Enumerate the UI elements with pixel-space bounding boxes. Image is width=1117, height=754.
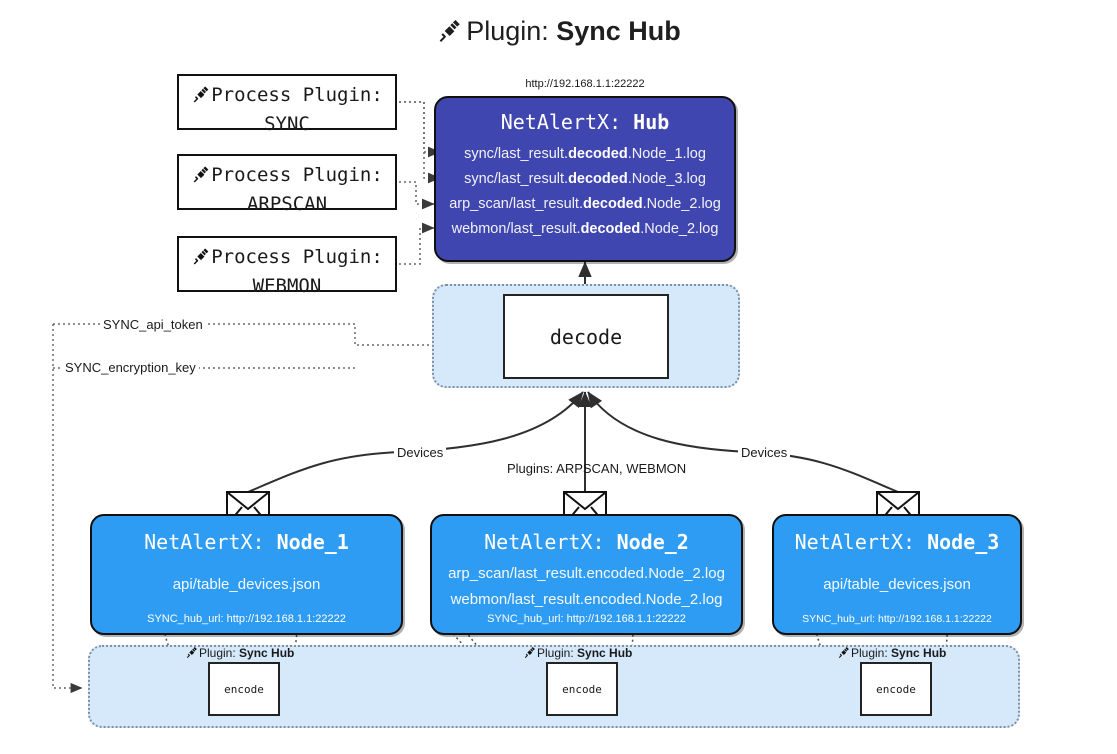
hub-node[interactable]: NetAlertX: Hub sync/last_result.decoded.… (434, 96, 736, 262)
flow-label-devices-left: Devices (394, 445, 447, 460)
hub-logline-em: decoded (568, 170, 628, 187)
hub-logline: arp_scan/last_result.decoded.Node_2.log (436, 192, 734, 217)
hub-logline-pre: sync/last_result. (464, 170, 569, 187)
encoder-caption-prefix: Plugin: (851, 646, 892, 660)
encoder-caption-name: Sync Hub (239, 646, 295, 660)
hub-logline: webmon/last_result.decoded.Node_2.log (436, 217, 734, 242)
hub-title: NetAlertX: Hub (436, 110, 734, 134)
node-netalertx-node-3[interactable]: NetAlertX: Node_3 api/table_devices.json… (772, 514, 1022, 635)
plug-icon (837, 646, 850, 662)
hub-url-label: http://192.168.1.1:22222 (525, 78, 645, 90)
node-line: webmon/last_result.encoded.Node_2.log (450, 591, 723, 609)
plug-icon (185, 646, 198, 662)
plug-icon (191, 247, 210, 274)
process-plugin-webmon[interactable]: Process Plugin: WEBMON (177, 236, 397, 297)
process-plugin-line1-row: Process Plugin: (179, 245, 395, 274)
encode-box-node-3[interactable]: encode (860, 662, 932, 716)
process-plugin-line2: ARPSCAN (246, 192, 328, 215)
process-plugin-line1-row: Process Plugin: (179, 163, 395, 192)
node-line: api/table_devices.json (172, 576, 321, 593)
edge-webmon-to-hub-log4 (399, 222, 435, 265)
hub-logline-post: .Node_2.log (640, 220, 719, 237)
edge-arpscan-to-hub-log3 (399, 181, 435, 210)
process-plugin-arpscan[interactable]: Process Plugin: ARPSCAN (177, 154, 397, 215)
hub-logline-em: decoded (568, 146, 628, 162)
flow-label-plugins-center: Plugins: ARPSCAN, WEBMON (507, 461, 687, 476)
hub-title-prefix: NetAlertX: (500, 110, 634, 134)
edge-node3-devices-to-decode (587, 391, 899, 493)
node-title-name: Node_3 (927, 530, 1000, 554)
title-name: Sync Hub (556, 16, 681, 46)
hub-logline-pre: webmon/last_result. (451, 220, 581, 237)
node-title-prefix: NetAlertX: (794, 530, 928, 554)
plug-icon (436, 18, 462, 51)
node-title-name: Node_2 (616, 530, 689, 554)
process-plugin-line1-row: Process Plugin: (179, 83, 395, 112)
node-title-prefix: NetAlertX: (484, 530, 617, 554)
process-plugin-line1: Process Plugin: (211, 84, 383, 106)
node-title-prefix: NetAlertX: (144, 530, 277, 554)
node-line: arp_scan/last_result.encoded.Node_2.log (448, 565, 725, 582)
node-title: NetAlertX: Node_1 (92, 530, 401, 554)
encoder-caption-name: Sync Hub (577, 646, 633, 660)
page-title: Plugin: Sync Hub (0, 16, 1117, 51)
encoder-caption-prefix: Plugin: (199, 646, 240, 660)
hub-logline-em: decoded (580, 220, 641, 237)
node-title-name: Node_1 (276, 530, 349, 554)
process-plugin-line1: Process Plugin: (211, 164, 383, 186)
node-title: NetAlertX: Node_2 (432, 530, 741, 554)
hub-logline-pre: arp_scan/last_result. (449, 195, 583, 212)
edge-node1-devices-to-decode (247, 391, 584, 493)
encode-box-node-2[interactable]: encode (546, 662, 618, 716)
process-plugin-sync[interactable]: Process Plugin: SYNC (177, 74, 397, 135)
plug-icon (523, 646, 536, 662)
encoder-caption-1: Plugin: Sync Hub (185, 646, 294, 662)
encoder-caption-3: Plugin: Sync Hub (837, 646, 946, 662)
process-plugin-line1: Process Plugin: (211, 246, 383, 268)
hub-logline: sync/last_result.decoded.Node_3.log (436, 167, 734, 192)
node-hub-url-label: SYNC_hub_url: http://192.168.1.1:22222 (487, 613, 686, 625)
plug-icon (191, 85, 210, 112)
encoder-caption-2: Plugin: Sync Hub (523, 646, 632, 662)
hub-logline-pre: sync/last_result. (464, 146, 569, 162)
hub-logline-post: .Node_2.log (642, 195, 721, 212)
title-prefix: Plugin: (466, 16, 557, 46)
node-netalertx-node-1[interactable]: NetAlertX: Node_1 api/table_devices.json… (90, 514, 403, 635)
encoder-caption-prefix: Plugin: (537, 646, 578, 660)
hub-logline-post: .Node_1.log (627, 146, 706, 162)
plug-icon (191, 165, 210, 192)
node-netalertx-node-2[interactable]: NetAlertX: Node_2 arp_scan/last_result.e… (430, 514, 743, 635)
encode-box-node-1[interactable]: encode (208, 662, 280, 716)
flow-label-devices-right: Devices (738, 445, 791, 460)
hub-logline: sync/last_result.decoded.Node_1.log (436, 142, 734, 167)
secret-label-api-token: SYNC_api_token (100, 317, 206, 332)
encoder-caption-name: Sync Hub (891, 646, 947, 660)
hub-logline-post: .Node_3.log (627, 170, 706, 187)
node-hub-url-label: SYNC_hub_url: http://192.168.1.1:22222 (147, 613, 346, 625)
edge-encryption-key-to-encoders (52, 324, 83, 694)
decode-box[interactable]: decode (503, 294, 669, 379)
process-plugin-line2: SYNC (264, 112, 310, 135)
secret-label-encryption-key: SYNC_encryption_key (62, 360, 199, 375)
node-title: NetAlertX: Node_3 (774, 530, 1020, 554)
node-line: api/table_devices.json (823, 576, 971, 593)
process-plugin-line2: WEBMON (252, 274, 322, 297)
node-hub-url-label: SYNC_hub_url: http://192.168.1.1:22222 (802, 613, 992, 625)
hub-logline-em: decoded (582, 195, 643, 212)
hub-title-name: Hub (633, 110, 670, 134)
